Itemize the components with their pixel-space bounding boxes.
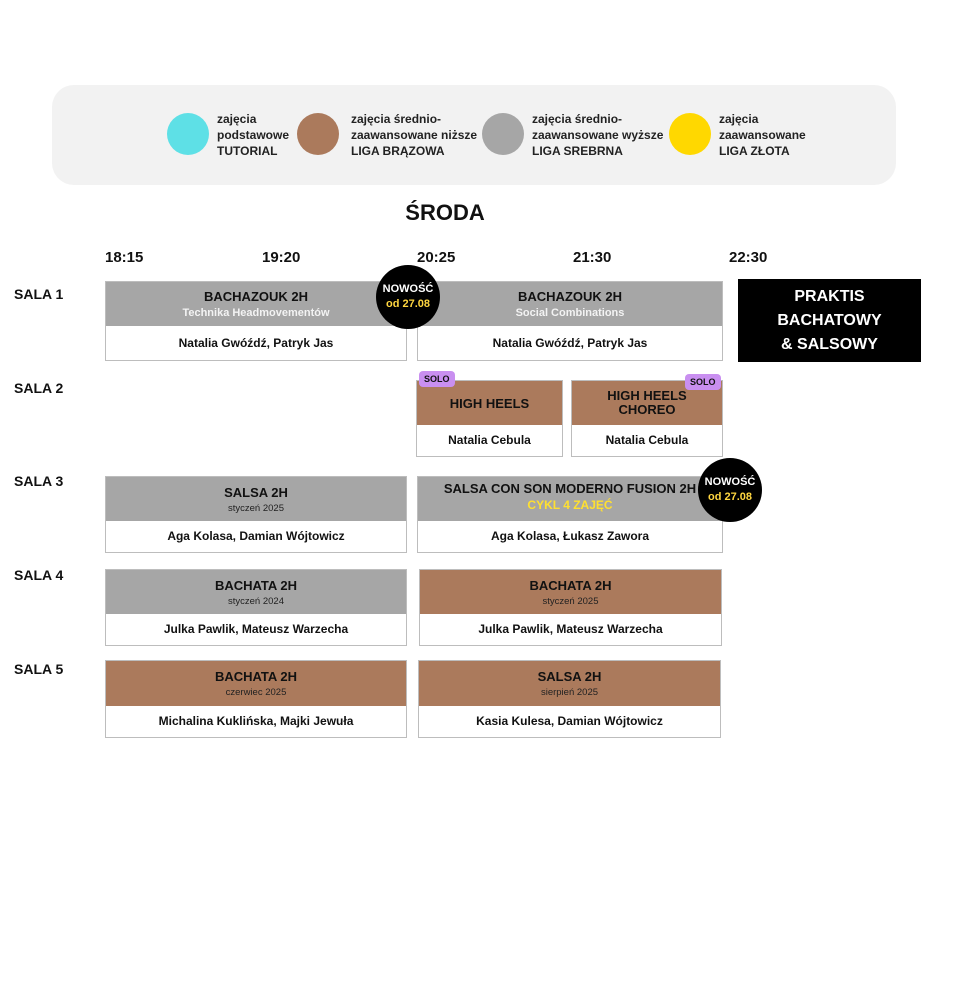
room-label: SALA 1 <box>14 286 64 302</box>
time-label: 22:30 <box>729 249 768 266</box>
class-header: BACHATA 2H czerwiec 2025 <box>106 661 406 706</box>
class-card-bachazouk-headmovements[interactable]: BACHAZOUK 2H Technika Headmovementów Nat… <box>105 281 407 361</box>
class-teachers: Aga Kolasa, Damian Wójtowicz <box>167 529 345 543</box>
new-badge: NOWOŚĆ od 27.08 <box>698 458 762 522</box>
class-subtitle: czerwiec 2025 <box>225 687 287 698</box>
class-header: BACHAZOUK 2H Technika Headmovementów <box>106 282 406 326</box>
class-subtitle: styczeń 2025 <box>542 595 599 607</box>
praktis-line: PRAKTIS <box>794 287 865 305</box>
room-label: SALA 5 <box>14 661 64 677</box>
class-name: BACHAZOUK 2H <box>204 289 308 304</box>
class-name: BACHATA 2H <box>214 669 298 684</box>
room-label: SALA 4 <box>14 567 64 583</box>
class-teachers: Michalina Kuklińska, Majki Jewuła <box>158 714 354 728</box>
new-badge-date: od 27.08 <box>707 491 753 503</box>
class-teachers: Kasia Kulesa, Damian Wójtowicz <box>476 714 663 728</box>
class-teachers: Julka Pawlik, Mateusz Warzecha <box>478 622 663 636</box>
new-badge: NOWOŚĆ od 27.08 <box>376 265 440 329</box>
class-card-salsa[interactable]: SALSA 2H sierpień 2025 Kasia Kulesa, Dam… <box>418 660 721 738</box>
class-card-bachazouk-social[interactable]: BACHAZOUK 2H Social Combinations Natalia… <box>417 281 723 361</box>
class-name: BACHAZOUK 2H <box>518 289 622 304</box>
class-name: HIGH HEELS <box>607 388 687 403</box>
class-teachers: Natalia Gwóźdź, Patryk Jas <box>178 335 334 350</box>
class-name: HIGH HEELS <box>449 395 530 411</box>
class-card-salsa[interactable]: SALSA 2H styczeń 2025 Aga Kolasa, Damian… <box>105 476 407 553</box>
class-name: SALSA 2H <box>537 669 602 684</box>
class-header: HIGH HEELS CHOREO <box>572 381 722 425</box>
solo-tag: SOLO <box>685 374 721 390</box>
tutorial-color-dot <box>167 113 209 155</box>
class-card-bachata[interactable]: BACHATA 2H czerwiec 2025 Michalina Kukli… <box>105 660 407 738</box>
class-header: SALSA CON SON MODERNO FUSION 2H CYKL 4 Z… <box>418 477 722 521</box>
class-subtitle: Social Combinations <box>515 307 625 319</box>
class-teachers: Natalia Cebula <box>605 433 689 447</box>
class-subtitle: CYKL 4 ZAJĘĆ <box>527 498 613 512</box>
class-card-salsa-con-son[interactable]: SALSA CON SON MODERNO FUSION 2H CYKL 4 Z… <box>417 476 723 553</box>
new-badge-date: od 27.08 <box>385 298 431 310</box>
class-name: BACHATA 2H <box>529 577 612 593</box>
class-name-line2: CHOREO <box>618 402 676 417</box>
class-teachers: Natalia Cebula <box>448 433 531 447</box>
time-label: 20:25 <box>417 249 456 266</box>
class-header: HIGH HEELS <box>417 381 562 425</box>
class-subtitle: sierpień 2025 <box>540 687 599 698</box>
praktis-line: BACHATOWY <box>777 311 882 329</box>
class-teachers: Aga Kolasa, Łukasz Zawora <box>490 529 650 543</box>
class-subtitle: Technika Headmovementów <box>182 307 330 319</box>
class-header: BACHAZOUK 2H Social Combinations <box>418 282 722 326</box>
time-label: 19:20 <box>262 249 301 266</box>
class-name: SALSA 2H <box>224 484 288 500</box>
class-teachers: Julka Pawlik, Mateusz Warzecha <box>163 622 349 636</box>
praktis-block[interactable]: PRAKTIS BACHATOWY & SALSOWY <box>738 279 921 362</box>
new-badge-label: NOWOŚĆ <box>704 476 756 488</box>
class-header: BACHATA 2H styczeń 2025 <box>420 570 721 614</box>
room-label: SALA 2 <box>14 380 64 396</box>
class-subtitle: styczeń 2024 <box>228 595 284 607</box>
praktis-line: & SALSOWY <box>781 335 878 353</box>
class-card-bachata[interactable]: BACHATA 2H styczeń 2024 Julka Pawlik, Ma… <box>105 569 407 646</box>
new-badge-label: NOWOŚĆ <box>382 283 434 295</box>
class-card-high-heels[interactable]: HIGH HEELS Natalia Cebula <box>416 380 563 457</box>
class-name: SALSA CON SON MODERNO FUSION 2H <box>443 481 697 496</box>
class-card-bachata[interactable]: BACHATA 2H styczeń 2025 Julka Pawlik, Ma… <box>419 569 722 646</box>
brown-color-dot <box>297 113 339 155</box>
solo-tag: SOLO <box>419 371 455 387</box>
gold-color-dot <box>669 113 711 155</box>
class-name: BACHATA 2H <box>214 577 298 593</box>
silver-color-dot <box>482 113 524 155</box>
room-label: SALA 3 <box>14 473 64 489</box>
time-label: 18:15 <box>105 249 144 266</box>
class-card-high-heels-choreo[interactable]: HIGH HEELS CHOREO Natalia Cebula <box>571 380 723 457</box>
class-header: SALSA 2H sierpień 2025 <box>419 661 720 706</box>
time-label: 21:30 <box>573 249 612 266</box>
class-header: BACHATA 2H styczeń 2024 <box>106 570 406 614</box>
day-title: ŚRODA <box>405 200 485 225</box>
class-teachers: Natalia Gwóźdź, Patryk Jas <box>492 335 648 350</box>
class-subtitle: styczeń 2025 <box>228 502 284 514</box>
class-header: SALSA 2H styczeń 2025 <box>106 477 406 521</box>
